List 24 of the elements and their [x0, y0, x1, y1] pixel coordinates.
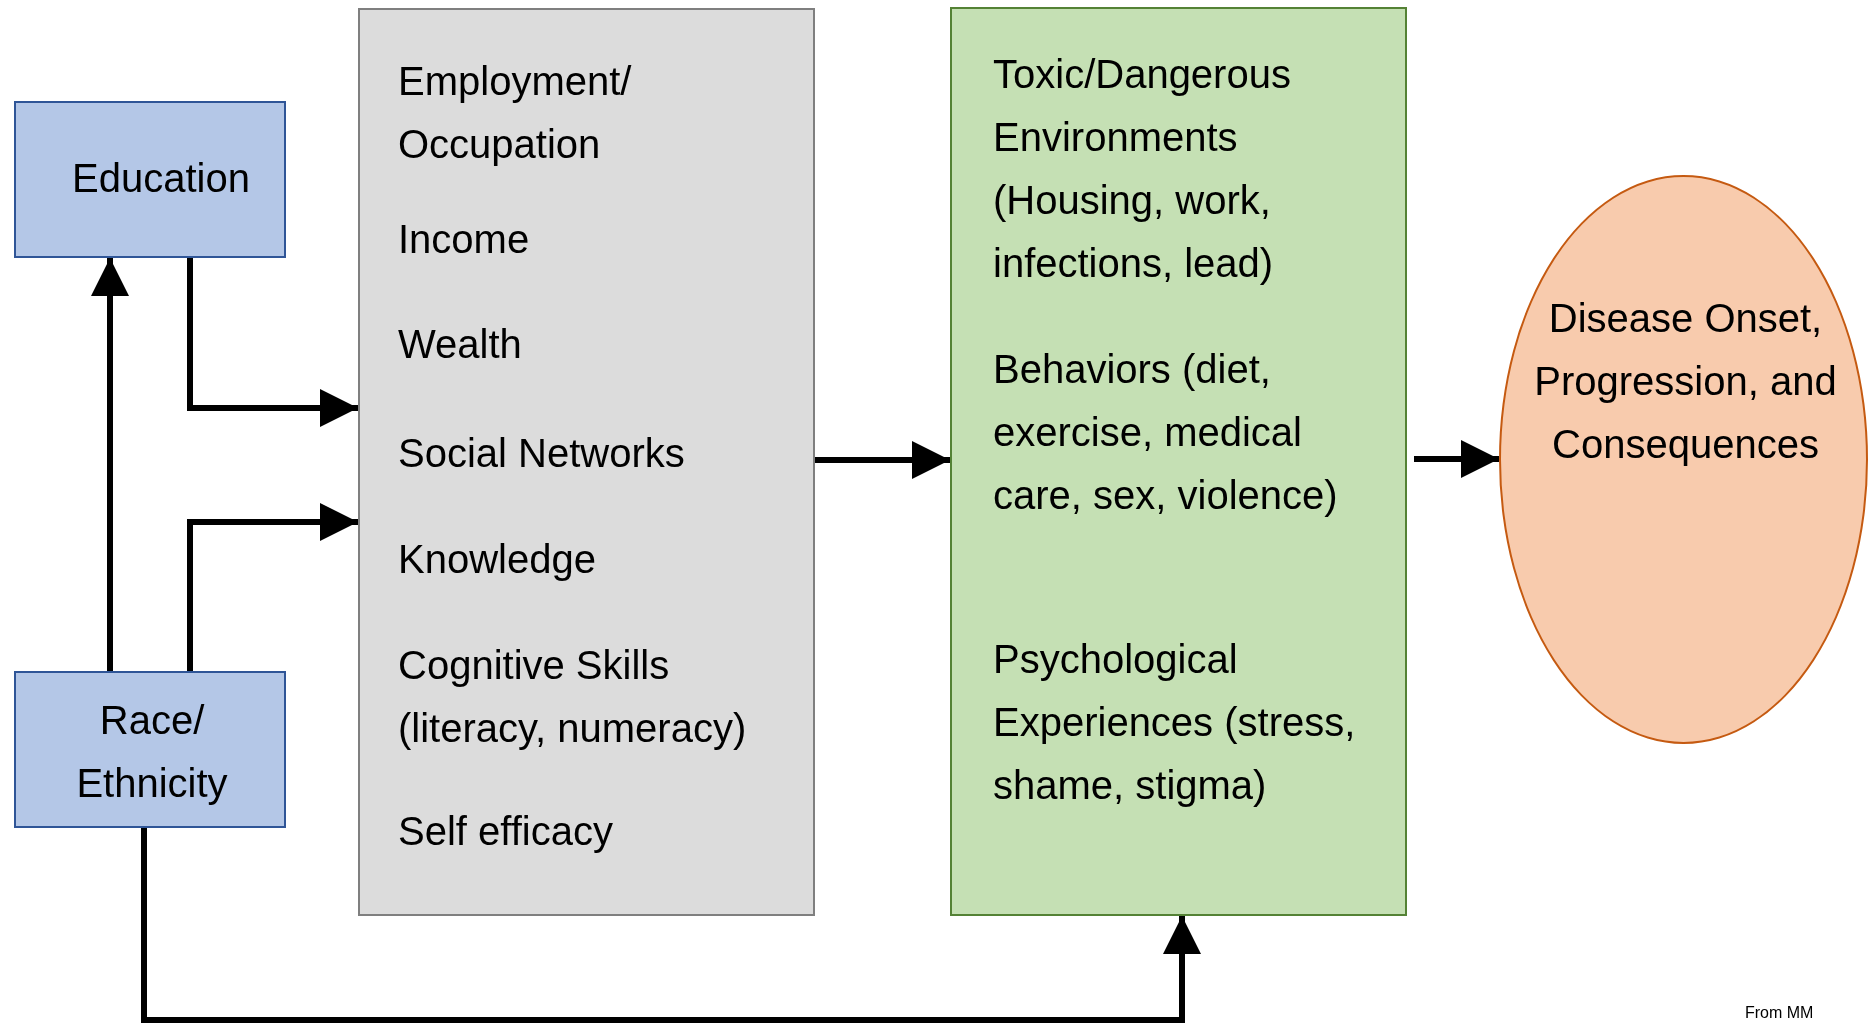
process-box	[14, 671, 286, 828]
node-text: Social Networks	[398, 430, 686, 477]
node-text: Self efficacy	[398, 808, 614, 855]
factor-panel	[358, 8, 815, 916]
arrow	[91, 258, 129, 671]
node-text: Psychological Experiences (stress, shame, stigma)	[993, 636, 1357, 809]
node-text: Wealth	[398, 321, 523, 368]
node-text: Toxic/Dangerous Environments (Housing, work, infections, lead)	[993, 51, 1292, 287]
arrow	[187, 258, 358, 427]
arrow	[187, 503, 358, 671]
node-text: Race/ Ethnicity	[75, 697, 229, 807]
arrow	[1414, 440, 1499, 478]
pathway-panel	[950, 7, 1407, 916]
arrow	[815, 441, 950, 479]
node-text: Behaviors (diet, exercise, medical care, sex, violence)	[993, 346, 1339, 519]
node-text: Cognitive Skills (literacy, numeracy)	[398, 642, 748, 752]
node-text: Education	[71, 155, 251, 202]
process-box	[14, 101, 286, 258]
source-note: From MM	[1745, 1004, 1814, 1022]
node-text: Knowledge	[398, 536, 597, 583]
node-text: Income	[398, 216, 531, 263]
arrow	[141, 828, 1201, 1023]
node-text: Employment/ Occupation	[398, 58, 633, 168]
node-text: Disease Onset, Progression, and Consequences	[1533, 295, 1838, 468]
